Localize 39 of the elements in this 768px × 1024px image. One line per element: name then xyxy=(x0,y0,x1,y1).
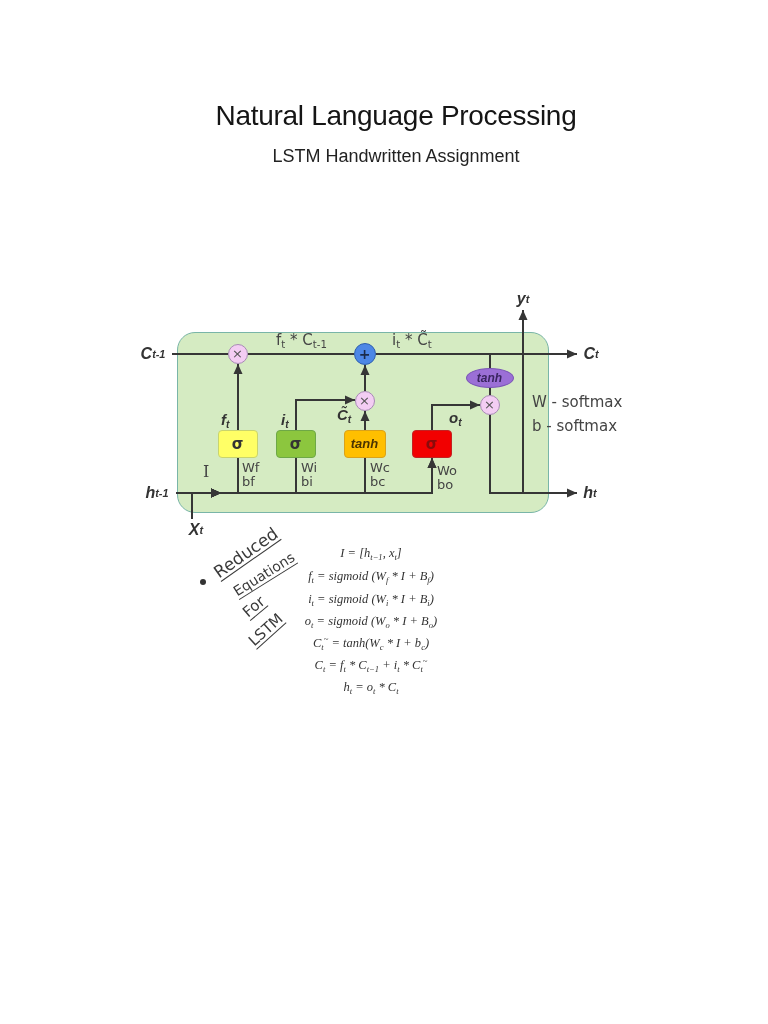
handwritten-note: I xyxy=(203,462,210,481)
arrow xyxy=(360,410,370,431)
handwritten-note: Wi bi xyxy=(301,461,318,489)
handwritten-note: b - softmax xyxy=(532,417,618,435)
handwritten-note: Wc bc xyxy=(370,461,390,489)
add-circle: + xyxy=(353,342,376,365)
connector-line xyxy=(489,387,491,396)
handwritten-note: Wo bo xyxy=(437,464,458,492)
lstm-cell-box xyxy=(177,332,549,513)
tanh-gate-box: tanh xyxy=(343,429,386,458)
equation: C$_{t}$$^{~}$ = tanh(W$_{c}$ * I + b$_{c}$) xyxy=(312,636,430,651)
tanh-ellipse: tanh xyxy=(465,367,514,388)
sigmoid-gate-box: σ xyxy=(275,429,316,458)
page-subtitle: LSTM Handwritten Assignment xyxy=(272,146,520,167)
sigmoid-gate-box: σ xyxy=(217,429,258,458)
arrow xyxy=(360,364,370,392)
equation: I = [h$_{t−1}$, x$_{t}$] xyxy=(340,546,402,561)
sigmoid-gate-box: σ xyxy=(411,429,452,458)
connector-line xyxy=(247,353,355,355)
equation: i$_{t}$ = sigmoid (W$_{i}$ * I + B$_{i}$) xyxy=(308,592,434,607)
handwritten-note: Wf bf xyxy=(242,461,260,489)
page-title: Natural Language Processing xyxy=(215,100,577,132)
edge-label: f$_{t}$ * C$_{t-1}$ xyxy=(276,331,327,349)
equation: o$_{t}$ = sigmoid (W$_{o}$ * I + B$_{o}$) xyxy=(304,614,438,629)
edge-label: i$_{t}$ * C̃$_{t}$ xyxy=(392,331,432,349)
edge-label: i$_{t}$ xyxy=(281,411,289,428)
multiply-circle: × xyxy=(354,390,375,411)
arrow xyxy=(233,363,243,431)
multiply-circle: × xyxy=(227,343,248,364)
equation: h$_{t}$ = o$_{t}$ * C$_{t}$ xyxy=(343,680,399,695)
arrow xyxy=(295,395,356,431)
edge-label: f$_{t}$ xyxy=(221,411,230,428)
multiply-circle: × xyxy=(479,394,500,415)
edge-label: C̃$_{t}$ xyxy=(337,406,352,423)
arrow xyxy=(431,400,481,431)
equation: f$_{t}$ = sigmoid (W$_{f}$ * I + B$_{f}$) xyxy=(308,569,434,584)
edge-label: o$_{t}$ xyxy=(449,409,462,426)
handwritten-note: W - softmax xyxy=(532,393,623,411)
connector-line xyxy=(375,353,491,369)
